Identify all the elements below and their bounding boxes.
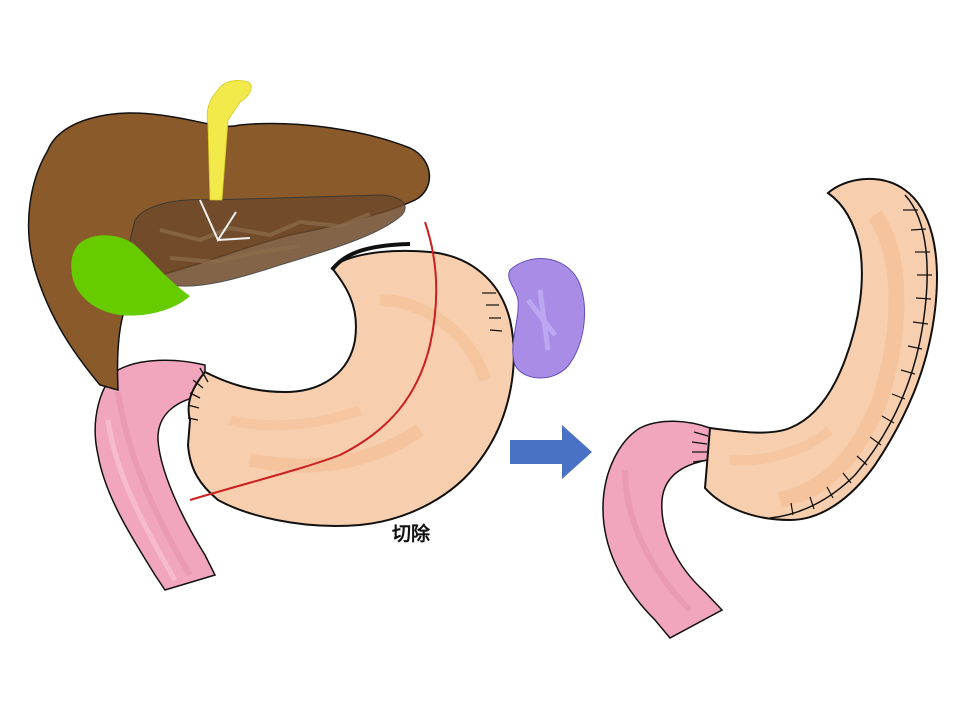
spleen bbox=[508, 258, 586, 379]
stomach-before bbox=[186, 249, 515, 527]
greater-curvature-stitches bbox=[482, 292, 503, 332]
resection-label: 切除 bbox=[392, 522, 431, 545]
bile-duct bbox=[206, 80, 252, 201]
before-surgery-illustration: 切除 bbox=[27, 80, 586, 591]
pylorus-stitches bbox=[187, 367, 209, 421]
staple-marks bbox=[790, 209, 932, 516]
gastric-tube bbox=[703, 177, 938, 522]
esophagogastric-junction bbox=[330, 242, 411, 272]
gallbladder bbox=[71, 235, 190, 316]
anastomosis-stitches bbox=[691, 431, 709, 463]
after-surgery-illustration bbox=[602, 177, 938, 639]
staple-line bbox=[769, 194, 928, 519]
duodenum-after bbox=[602, 420, 724, 639]
resection-line bbox=[189, 221, 438, 501]
right-arrow-icon bbox=[510, 425, 592, 479]
